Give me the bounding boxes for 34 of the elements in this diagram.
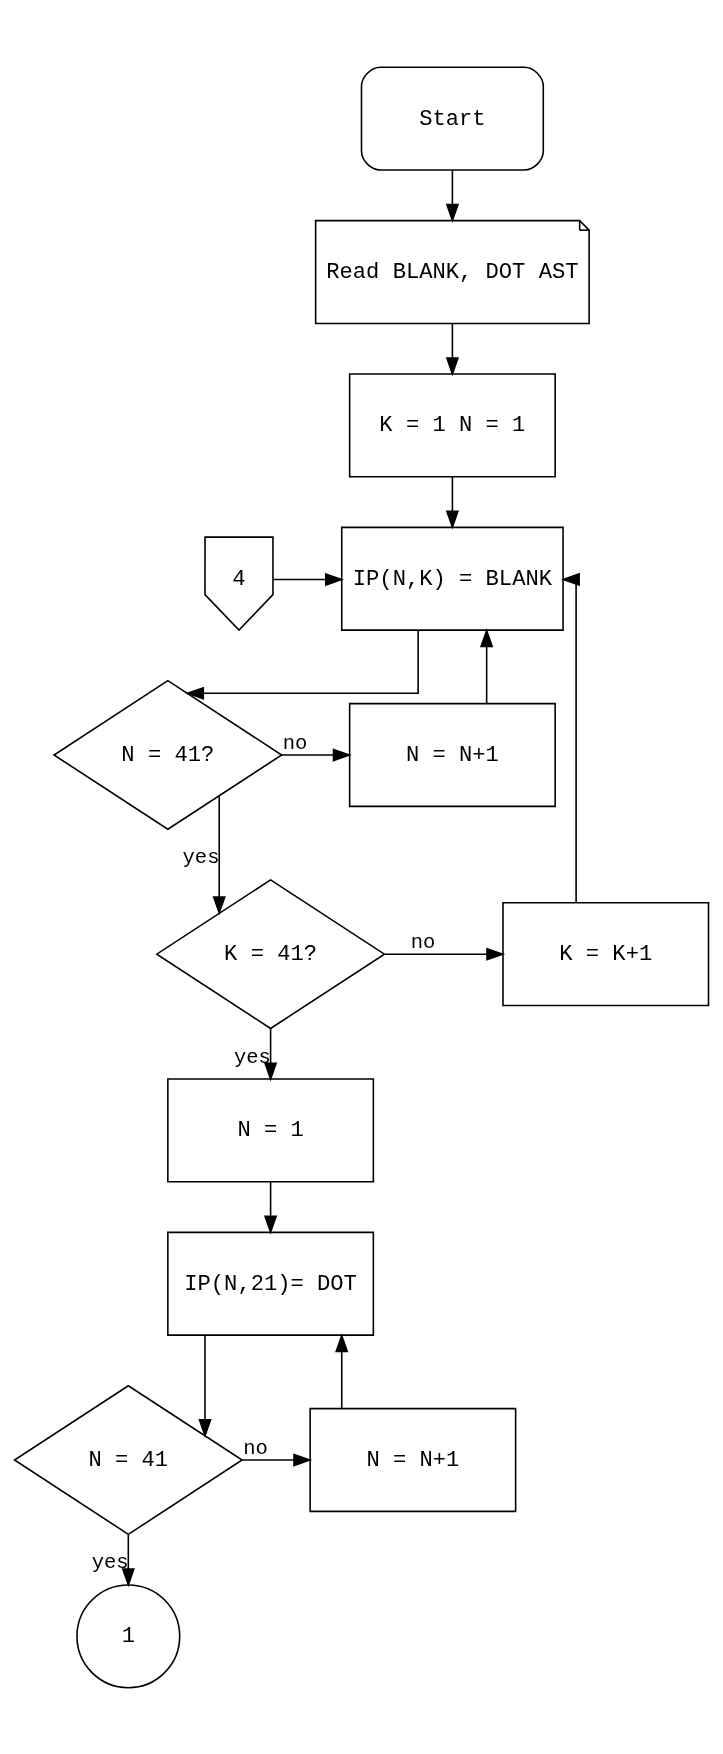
node-box: K = 1 N = 1 xyxy=(348,372,556,478)
arrow xyxy=(185,629,419,700)
node-box: N = N+1 xyxy=(309,1407,517,1512)
arrow xyxy=(445,168,460,223)
node-diamond: N = 41 xyxy=(13,1384,244,1535)
node-box: K = K+1 xyxy=(502,901,710,1006)
arrow xyxy=(281,747,352,762)
arrow xyxy=(241,1452,313,1467)
node-box: IP(N,21)= DOT xyxy=(167,1231,375,1336)
arrow xyxy=(560,572,580,903)
arrow xyxy=(480,627,494,704)
arrow xyxy=(383,947,506,961)
arrow xyxy=(198,1333,212,1438)
arrow xyxy=(263,1027,278,1081)
edge-label: no xyxy=(410,930,436,954)
arrow xyxy=(335,1332,349,1409)
node-box: Start xyxy=(360,66,545,171)
node-diamond: K = 41? xyxy=(155,878,386,1029)
edge-label: no xyxy=(282,731,308,755)
edge-label: yes xyxy=(182,845,220,869)
node-circle: 1 xyxy=(76,1583,181,1688)
node-box: N = 1 xyxy=(167,1077,375,1183)
arrow xyxy=(445,475,460,529)
arrow xyxy=(263,1180,278,1235)
node-box: IP(N,K) = BLANK xyxy=(340,526,564,631)
arrow xyxy=(445,322,460,376)
arrow xyxy=(212,794,226,915)
arrow xyxy=(121,1533,135,1587)
node-diamond: N = 41? xyxy=(52,679,284,830)
edge-label: yes xyxy=(91,1550,129,1574)
edge-label: no xyxy=(243,1436,268,1460)
node-box: N = N+1 xyxy=(348,702,556,807)
arrow xyxy=(272,572,344,586)
edge-label: yes xyxy=(233,1045,271,1069)
